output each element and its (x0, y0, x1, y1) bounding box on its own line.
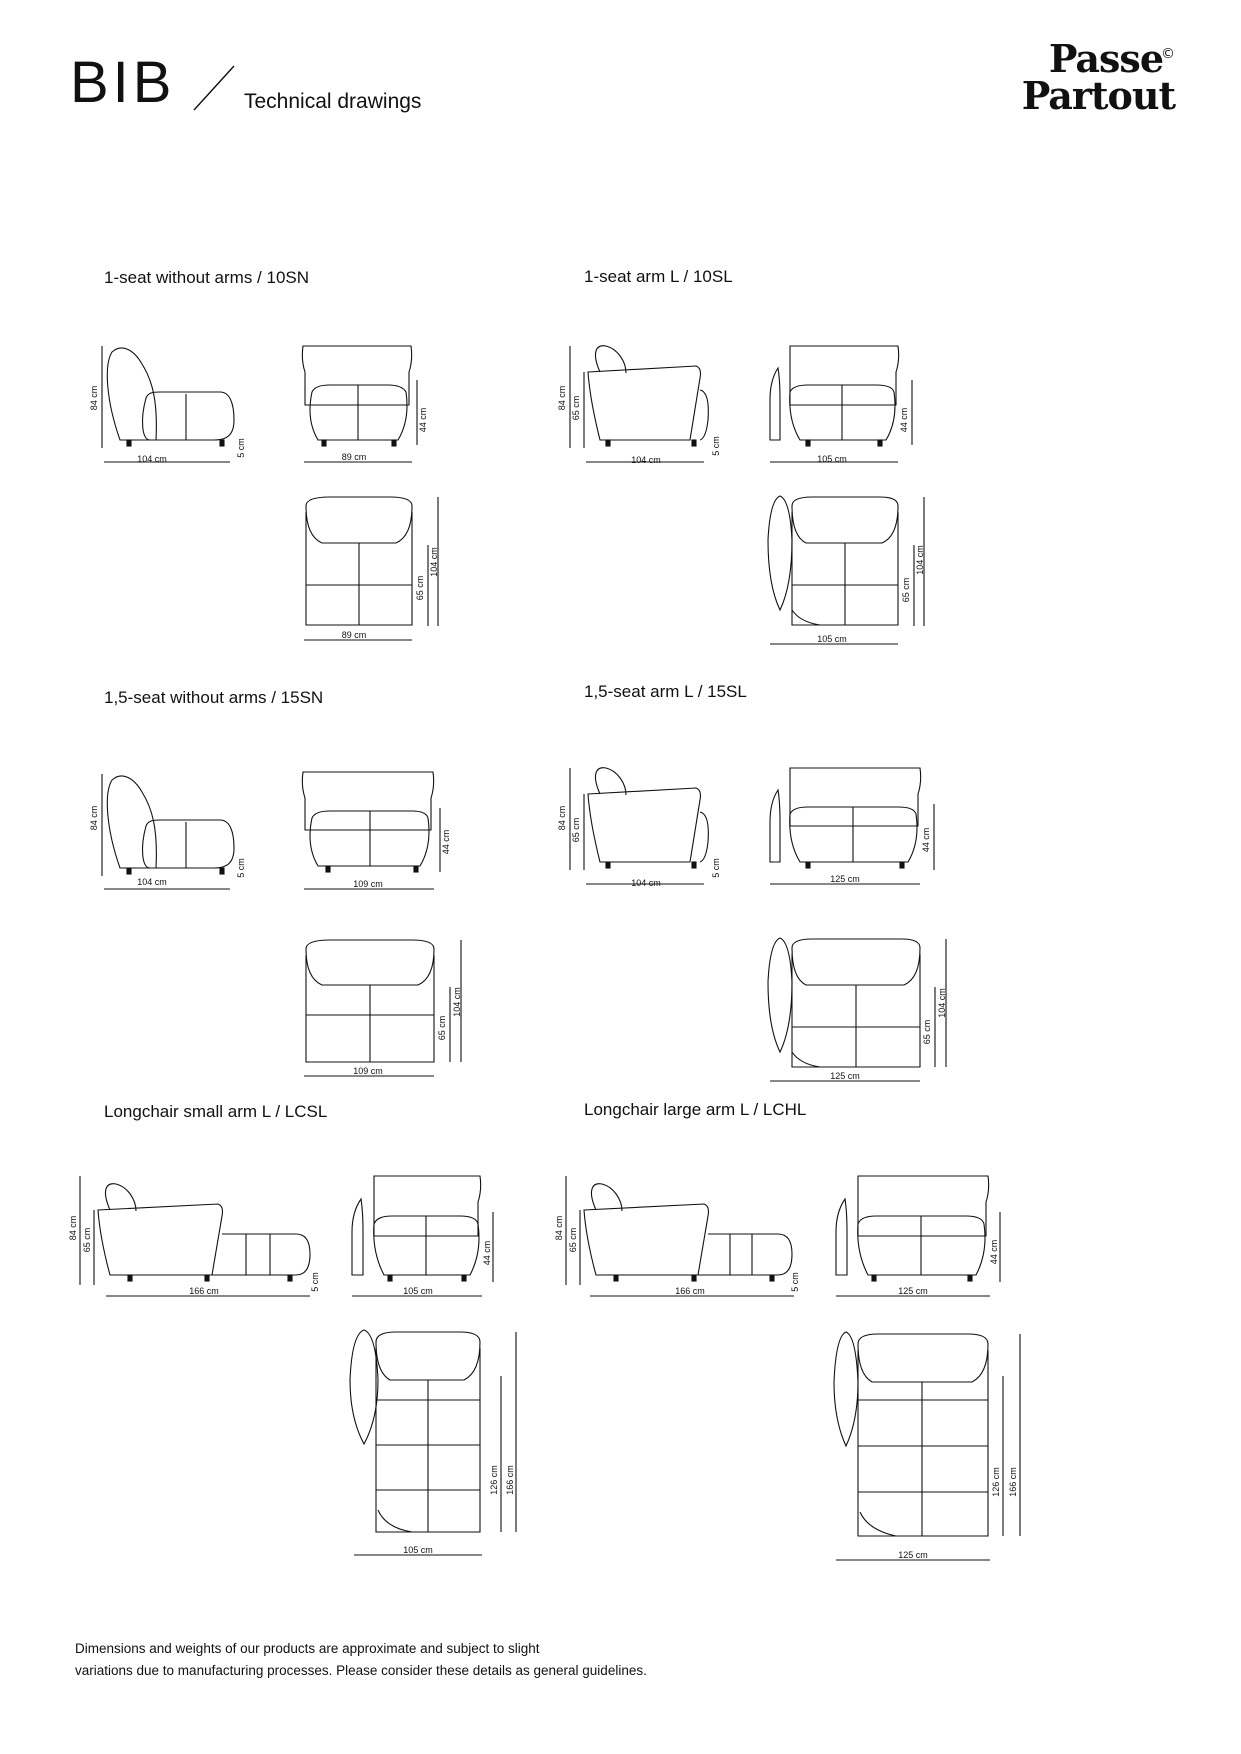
dim-15sn-top-depth: 104 cm (452, 987, 462, 1017)
dim-15sl-top-depth: 104 cm (937, 988, 947, 1018)
dim-15sl-top-seat-depth: 65 cm (922, 1020, 932, 1045)
dim-10sl-side-leg: 5 cm (711, 436, 721, 456)
dim-lcsl-front-width: 105 cm (403, 1286, 433, 1296)
dim-lcsl-top-width: 105 cm (403, 1545, 433, 1555)
drawing-lcsl-front (351, 1175, 494, 1297)
dim-15sn-top-seat-depth: 65 cm (437, 1016, 447, 1041)
dim-lchl-side-arm: 65 cm (568, 1228, 578, 1253)
logo-copyright-mark: © (1161, 46, 1175, 62)
brand-logo: Passe Partout © (1000, 36, 1176, 118)
dim-lcsl-side-arm: 65 cm (82, 1228, 92, 1253)
dim-15sl-front-width: 125 cm (830, 874, 860, 884)
drawing-10sn-side (101, 346, 235, 463)
section-title-10sl: 1-seat arm L / 10SL (584, 267, 733, 286)
disclaimer-line-1: Dimensions and weights of our products a… (75, 1641, 540, 1656)
dim-10sn-side-height: 84 cm (89, 386, 99, 411)
dim-10sl-side-depth: 104 cm (631, 455, 661, 465)
drawing-10sl-side (569, 345, 709, 463)
dim-10sn-top-seat-depth: 65 cm (415, 576, 425, 601)
disclaimer: Dimensions and weights of our products a… (75, 1638, 647, 1682)
drawing-lchl-top (833, 1331, 1021, 1561)
logo-line-1: Passe (1048, 36, 1164, 81)
section-title-10sn: 1-seat without arms / 10SN (104, 268, 310, 287)
drawing-15sl-side (569, 767, 709, 885)
dim-lchl-top-depth: 166 cm (1008, 1467, 1018, 1497)
dim-15sn-side-height: 84 cm (89, 806, 99, 831)
dim-lchl-front-seat: 44 cm (989, 1240, 999, 1265)
dim-10sn-top-width: 89 cm (342, 630, 367, 640)
dim-10sl-front-width: 105 cm (817, 454, 847, 464)
dim-15sl-side-leg: 5 cm (711, 858, 721, 878)
dim-lchl-side-leg: 5 cm (790, 1272, 800, 1292)
dim-15sl-side-depth: 104 cm (631, 878, 661, 888)
section-title-15sn: 1,5-seat without arms / 15SN (104, 688, 324, 707)
drawing-10sl-top (767, 495, 925, 645)
dim-lcsl-side-leg: 5 cm (310, 1272, 320, 1292)
drawing-10sn-top (304, 496, 439, 641)
dim-lchl-side-depth: 166 cm (675, 1286, 705, 1296)
dim-10sn-side-depth: 104 cm (137, 454, 167, 464)
drawing-lcsl-top (349, 1329, 517, 1556)
dim-10sn-front-seat: 44 cm (418, 408, 428, 433)
dim-10sn-top-depth: 104 cm (429, 547, 439, 577)
disclaimer-line-2: variations due to manufacturing processe… (75, 1663, 647, 1678)
dim-lcsl-side-height: 84 cm (68, 1216, 78, 1241)
drawing-lcsl-side (79, 1176, 311, 1297)
dim-15sl-top-width: 125 cm (830, 1071, 860, 1081)
dim-10sl-side-height: 84 cm (557, 386, 567, 411)
dim-10sl-top-depth: 104 cm (915, 545, 925, 575)
dim-lcsl-top-depth: 166 cm (505, 1465, 515, 1495)
drawing-10sl-front (769, 345, 913, 463)
dim-15sn-top-width: 109 cm (353, 1066, 383, 1076)
dim-lchl-front-width: 125 cm (898, 1286, 928, 1296)
logo-line-2: Partout (1021, 73, 1176, 118)
drawing-15sn-front (301, 771, 441, 890)
dim-lcsl-side-depth: 166 cm (189, 1286, 219, 1296)
drawing-lchl-side (565, 1176, 794, 1297)
drawing-lchl-front (835, 1175, 1001, 1297)
section-title-lchl: Longchair large arm L / LCHL (584, 1100, 807, 1119)
section-title-lcsl: Longchair small arm L / LCSL (104, 1102, 328, 1121)
dim-15sn-side-depth: 104 cm (137, 877, 167, 887)
dim-15sn-front-width: 109 cm (353, 879, 383, 889)
drawing-10sn-front (301, 345, 418, 463)
section-title-15sl: 1,5-seat arm L / 15SL (584, 682, 747, 701)
dim-15sl-side-arm: 65 cm (571, 818, 581, 843)
dim-lcsl-top-seat-depth: 126 cm (489, 1465, 499, 1495)
drawing-15sl-top (767, 937, 947, 1082)
dim-10sn-front-width: 89 cm (342, 452, 367, 462)
dim-lchl-top-width: 125 cm (898, 1550, 928, 1560)
dim-15sl-side-height: 84 cm (557, 806, 567, 831)
dim-15sn-front-seat: 44 cm (441, 830, 451, 855)
dim-lchl-side-height: 84 cm (554, 1216, 564, 1241)
dim-10sn-side-leg: 5 cm (236, 438, 246, 458)
dim-lcsl-front-seat: 44 cm (482, 1241, 492, 1266)
dim-10sl-side-arm: 65 cm (571, 396, 581, 421)
product-title: BIB (70, 50, 176, 115)
document-subtitle: Technical drawings (244, 90, 422, 113)
dim-15sn-side-leg: 5 cm (236, 858, 246, 878)
dim-10sl-top-seat-depth: 65 cm (901, 578, 911, 603)
dim-10sl-front-seat: 44 cm (899, 408, 909, 433)
drawing-15sn-side (101, 774, 235, 890)
title-slash-divider (193, 65, 235, 111)
dim-lchl-top-seat-depth: 126 cm (991, 1467, 1001, 1497)
dim-15sl-front-seat: 44 cm (921, 828, 931, 853)
drawing-15sl-front (769, 767, 935, 885)
drawing-15sn-top (304, 939, 462, 1077)
dim-10sl-top-width: 105 cm (817, 634, 847, 644)
